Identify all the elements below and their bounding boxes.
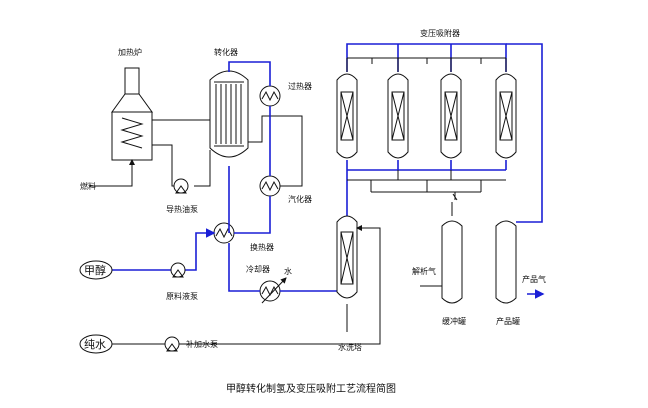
pure-water-source [79,334,113,354]
label-pure-water: 纯水 [84,338,106,351]
label-desorb-gas: 解析气 [412,266,436,276]
raw-liquid-pump [170,262,186,278]
label-vaporizer: 汽化器 [288,194,312,204]
diagram-title: 甲醇转化制氢及变压吸附工艺流程简图 [226,382,396,395]
converter [209,70,249,158]
label-converter: 转化器 [214,47,238,57]
makeup-water-line [112,228,381,345]
label-methanol: 甲醇 [84,263,106,277]
label-product-tank: 产品罐 [496,316,520,326]
label-fuel: 燃料 [80,181,96,191]
label-buffer-tank: 缓冲罐 [442,316,466,326]
psa-inlet-header [346,160,507,224]
water-scrubber [336,215,358,299]
exchanger [213,222,235,244]
methanol-source [79,260,113,280]
label-water-scrubber: 水洗塔 [338,342,362,352]
fuel-line [90,159,135,187]
label-heating-furnace: 加热炉 [118,47,142,57]
product-gas-line [506,43,543,294]
process-gas-line [228,61,271,234]
label-product-gas: 产品气 [522,274,546,284]
label-water: 水 [284,266,292,276]
label-makeup-water-pump: 补加水泵 [186,339,218,349]
product-tank [495,220,517,304]
vaporizer [259,175,281,197]
cooling-water-line [261,277,287,304]
psa-adsorber [336,73,358,159]
psa-valve-headers [346,57,507,201]
psa-adsorber [387,73,409,159]
label-raw-liquid-pump: 原料液泵 [166,291,198,301]
methanol-feed-line [110,233,214,271]
label-superheater: 过热器 [288,81,312,91]
cooler [259,280,281,302]
heat-oil-loop [152,115,303,187]
cooler-line [228,243,339,292]
label-exchanger: 换热器 [250,242,274,252]
psa-adsorber [495,73,517,159]
heat-oil-pump [173,178,189,194]
label-cooler: 冷却器 [246,264,270,274]
buffer-tank [441,220,463,304]
heating-furnace [111,67,153,161]
makeup-water-pump [164,336,180,352]
label-psa-adsorber: 变压吸附器 [420,28,460,38]
psa-adsorber [440,73,462,159]
desorb-gas-line [420,202,453,287]
superheater [259,85,281,107]
label-heat-oil-pump: 导热油泵 [166,204,198,214]
